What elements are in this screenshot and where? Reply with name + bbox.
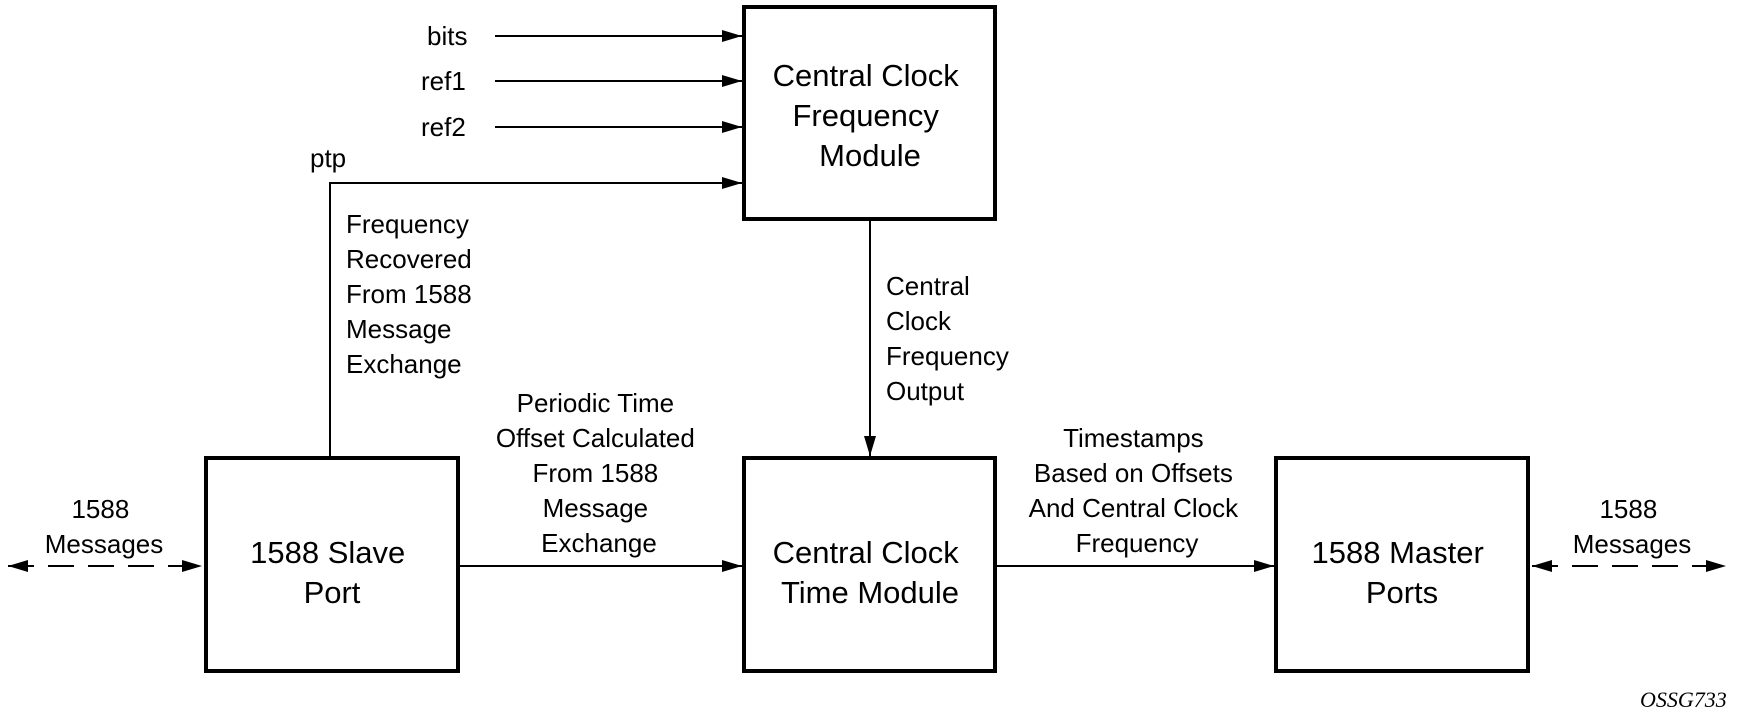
messages-left-label: 1588 Messages	[45, 494, 164, 559]
ptp-arrow	[329, 177, 742, 458]
master-ports-box	[1274, 456, 1530, 673]
frequency-module-label: Central Clock Frequency Module	[773, 58, 968, 173]
bits-label: bits	[427, 21, 467, 51]
time-module-label: Central Clock Time Module	[773, 535, 968, 610]
periodic-offset-label: Periodic Time Offset Calculated From 158…	[496, 388, 702, 558]
ptp-label: ptp	[310, 143, 346, 173]
ref1-label: ref1	[421, 66, 466, 96]
frequency-module-box	[742, 5, 997, 221]
figure-id-label: OSSG733	[1640, 687, 1727, 712]
ref2-label: ref2	[421, 112, 466, 142]
central-clock-output-label: Central Clock Frequency Output	[886, 271, 1016, 406]
frequency-recovered-label: Frequency Recovered From 1588 Message Ex…	[346, 209, 479, 379]
slave-port-box	[204, 456, 460, 673]
master-ports-label: 1588 Master Ports	[1312, 535, 1493, 610]
messages-right-label: 1588 Messages	[1573, 494, 1692, 559]
time-module-box	[742, 456, 997, 673]
slave-port-label: 1588 Slave Port	[250, 535, 414, 610]
timestamps-label: Timestamps Based on Offsets And Central …	[1029, 423, 1246, 558]
